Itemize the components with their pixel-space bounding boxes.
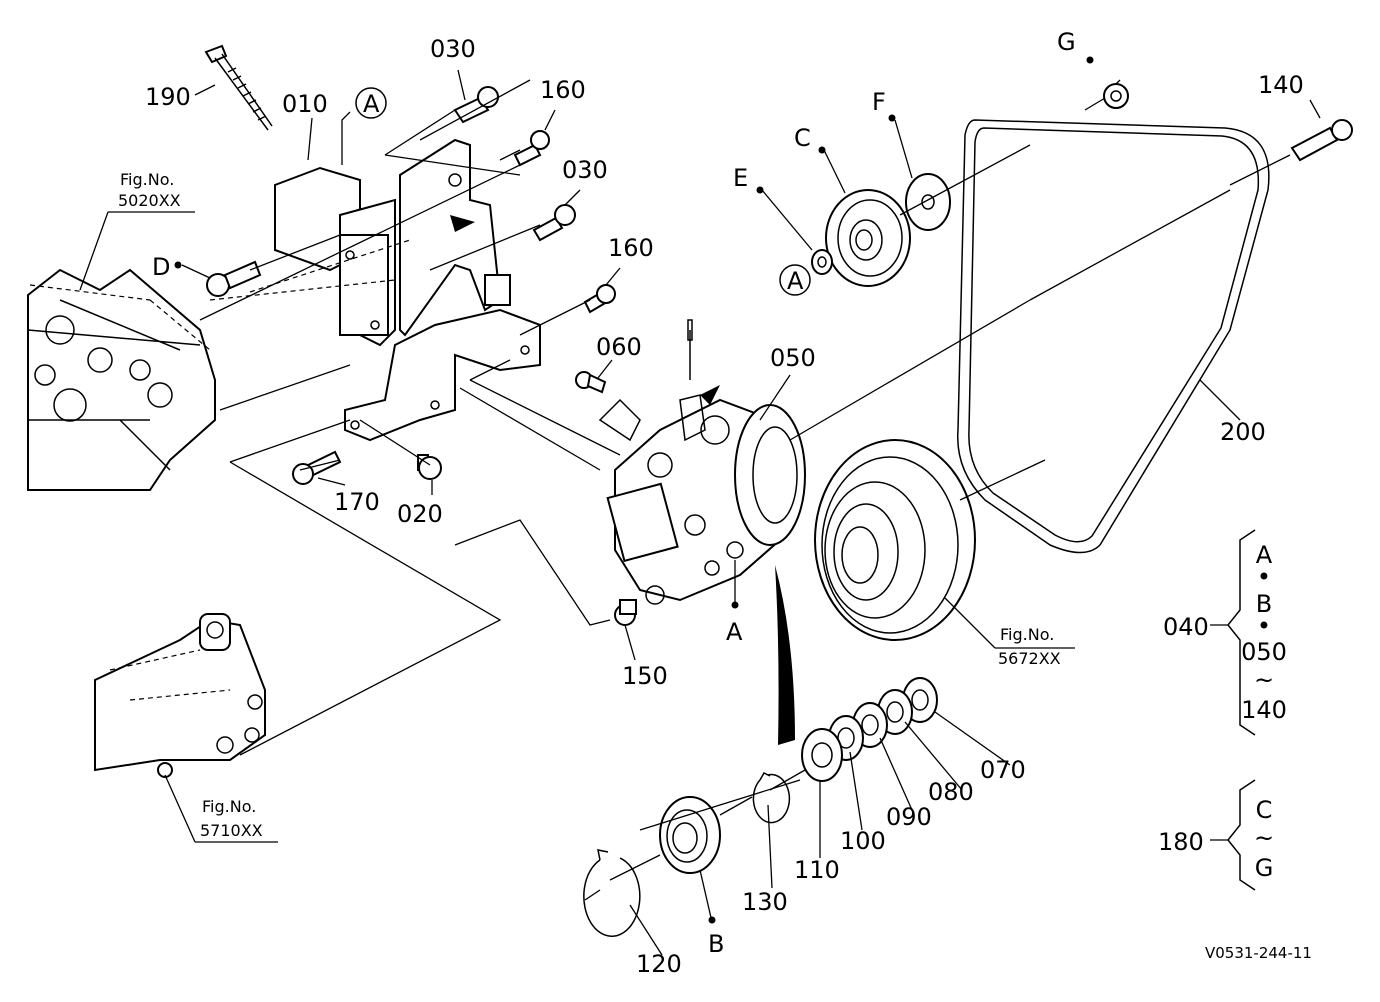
label-060: 060 bbox=[596, 333, 642, 361]
bolt-170 bbox=[292, 450, 342, 485]
label-a-pulley: A bbox=[787, 267, 804, 295]
label-020: 020 bbox=[397, 500, 443, 528]
circlip-120 bbox=[583, 849, 641, 938]
group-180-line1: C bbox=[1256, 796, 1273, 824]
nut-g bbox=[1103, 83, 1129, 109]
belt-200 bbox=[956, 119, 1270, 554]
label-090: 090 bbox=[886, 803, 932, 831]
bolt-140 bbox=[1290, 119, 1353, 162]
leader-lines bbox=[79, 69, 1321, 956]
shims bbox=[801, 677, 938, 782]
fitting-150 bbox=[614, 599, 637, 626]
bearing-b bbox=[659, 796, 721, 874]
group-180-tilde: ~ bbox=[1254, 824, 1274, 852]
label-170: 170 bbox=[334, 488, 380, 516]
snap-ring-130 bbox=[752, 772, 791, 824]
group-180-line2: G bbox=[1255, 854, 1274, 882]
group-040-line2: B bbox=[1256, 590, 1272, 618]
bracket-010 bbox=[274, 138, 541, 442]
part-number-labels: 190 010 030 160 030 160 060 050 200 140 … bbox=[145, 35, 1304, 978]
label-d: D bbox=[152, 253, 170, 281]
label-b-bearing: B bbox=[708, 930, 724, 958]
assembly-arrow bbox=[775, 565, 795, 745]
engine-block bbox=[27, 268, 216, 491]
label-160-mid: 160 bbox=[608, 234, 654, 262]
label-a-top: A bbox=[363, 90, 380, 118]
group-180-bracket bbox=[1227, 779, 1256, 891]
fig-ref-5672-number: 5672XX bbox=[998, 649, 1061, 668]
label-160-top: 160 bbox=[540, 76, 586, 104]
washer-e bbox=[811, 249, 833, 275]
a-marker-ring-top bbox=[355, 87, 387, 119]
manifold bbox=[94, 613, 266, 778]
label-150: 150 bbox=[622, 662, 668, 690]
label-a-compressor: A bbox=[726, 618, 743, 646]
diagram-code: V0531-244-11 bbox=[1205, 944, 1312, 962]
label-110: 110 bbox=[794, 856, 840, 884]
label-080: 080 bbox=[928, 778, 974, 806]
group-040-text: A • B • 050 ~ 140 bbox=[1241, 541, 1287, 724]
label-180: 180 bbox=[1158, 828, 1204, 856]
label-200: 200 bbox=[1220, 418, 1266, 446]
bolt-160-top bbox=[513, 130, 550, 167]
label-120: 120 bbox=[636, 950, 682, 978]
fig-ref-5020-prefix: Fig.No. bbox=[120, 170, 174, 189]
label-f: F bbox=[872, 88, 886, 116]
label-130: 130 bbox=[742, 888, 788, 916]
label-070: 070 bbox=[980, 756, 1026, 784]
label-e: E bbox=[733, 164, 748, 192]
bullet-dots bbox=[174, 56, 1094, 924]
bolt-030-mid bbox=[532, 204, 576, 242]
group-180-text: C ~ G bbox=[1254, 796, 1274, 882]
label-c: C bbox=[794, 124, 811, 152]
label-100: 100 bbox=[840, 827, 886, 855]
bolt-160-mid bbox=[583, 284, 616, 314]
idler-pulley-c bbox=[825, 189, 911, 287]
a-marker-ring-pulley bbox=[779, 264, 811, 296]
bolt-190 bbox=[204, 44, 273, 131]
label-g: G bbox=[1057, 28, 1076, 56]
figure-references: Fig.No. 5020XX Fig.No. 5672XX Fig.No. 57… bbox=[118, 170, 1061, 840]
label-140: 140 bbox=[1258, 71, 1304, 99]
label-040: 040 bbox=[1163, 613, 1209, 641]
fig-ref-5020-number: 5020XX bbox=[118, 191, 181, 210]
label-010: 010 bbox=[282, 90, 328, 118]
crank-pulley bbox=[814, 439, 976, 641]
fig-ref-5710-number: 5710XX bbox=[200, 821, 263, 840]
bolt-060 bbox=[575, 371, 607, 394]
pin-d bbox=[206, 260, 262, 297]
label-190: 190 bbox=[145, 83, 191, 111]
group-040-line1: A bbox=[1256, 541, 1273, 569]
point-labels: A A A B C D E F G bbox=[152, 28, 1076, 958]
washer-f bbox=[905, 173, 951, 231]
fig-ref-5672-prefix: Fig.No. bbox=[1000, 625, 1054, 644]
group-040-sep1: • bbox=[1257, 563, 1271, 591]
group-040-line4: 140 bbox=[1241, 696, 1287, 724]
fig-ref-5710-prefix: Fig.No. bbox=[202, 797, 256, 816]
label-050: 050 bbox=[770, 344, 816, 372]
label-030-top: 030 bbox=[430, 35, 476, 63]
label-030-mid: 030 bbox=[562, 156, 608, 184]
group-040-sep2: • bbox=[1257, 612, 1271, 640]
compressor-050 bbox=[598, 319, 806, 605]
group-040-line3: 050 bbox=[1241, 638, 1287, 666]
group-040-tilde: ~ bbox=[1254, 666, 1274, 694]
bolt-020 bbox=[417, 454, 442, 480]
